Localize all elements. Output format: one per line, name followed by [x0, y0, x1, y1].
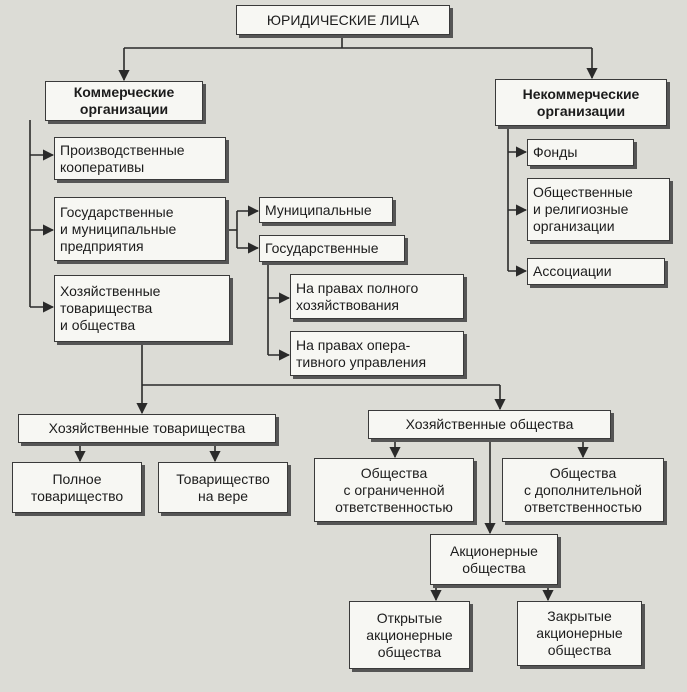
- public-religious-node: Общественные и религиозные организации: [527, 178, 670, 241]
- partnerships-societies-node: Хозяйственные товарищества и общества: [54, 275, 230, 342]
- operational-management-node: На правах опера- тивного управления: [290, 331, 464, 376]
- partnerships-node: Хозяйственные товарищества: [18, 414, 276, 443]
- municipal-node: Муниципальные: [259, 197, 393, 223]
- jsc-node: Акционерные общества: [430, 534, 558, 585]
- cooperatives-node: Производственные кооперативы: [54, 137, 226, 180]
- noncommercial-node: Некоммерческие организации: [495, 79, 667, 126]
- enterprises-node: Государственные и муниципальные предприя…: [54, 197, 226, 261]
- state-node: Государственные: [259, 235, 405, 262]
- closed-jsc-node: Закрытые акционерные общества: [517, 601, 642, 666]
- llc-node: Общества с ограниченной ответственностью: [314, 458, 474, 522]
- funds-node: Фонды: [527, 139, 634, 166]
- limited-partnership-node: Товарищество на вере: [158, 462, 288, 513]
- full-partnership-node: Полное товарищество: [12, 462, 142, 513]
- root-node: ЮРИДИЧЕСКИЕ ЛИЦА: [236, 5, 450, 35]
- associations-node: Ассоциации: [527, 258, 665, 285]
- societies-node: Хозяйственные общества: [368, 410, 611, 439]
- full-management-node: На правах полного хозяйствования: [290, 274, 464, 319]
- alc-node: Общества с дополнительной ответственност…: [502, 458, 664, 522]
- open-jsc-node: Открытые акционерные общества: [349, 601, 470, 669]
- commercial-node: Коммерческие организации: [45, 81, 203, 121]
